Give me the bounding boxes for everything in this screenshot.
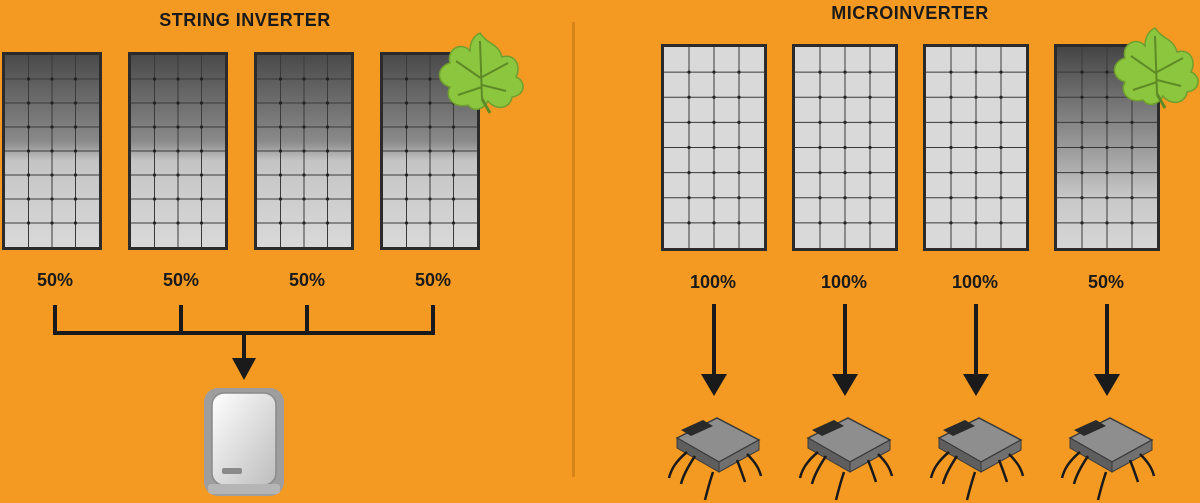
micro-panel-2-output: 100% [820,272,868,292]
micro-solar-panel-3 [923,44,1029,251]
leaf-icon [1113,27,1199,109]
micro-down-arrow-3 [963,304,989,396]
string-down-arrow [232,358,256,380]
string-panel-2-output: 50% [162,270,200,290]
micro-down-arrow-4 [1094,304,1120,396]
string-inverter-icon [204,388,284,496]
microinverter-title: MICROINVERTER [831,3,989,23]
string-solar-panel-3 [254,52,354,250]
micro-panel-1-output: 100% [689,272,737,292]
microinverter-icon [798,417,894,501]
micro-solar-panel-2 [792,44,898,251]
micro-panel-4-output: 50% [1087,272,1125,292]
microinverter-icon [1060,417,1156,501]
string-solar-panel-2 [128,52,228,250]
leaf-icon [438,32,524,114]
string-inverter-title: STRING INVERTER [159,10,331,30]
micro-panel-3-output: 100% [951,272,999,292]
microinverter-icon [667,417,763,501]
micro-down-arrow-2 [832,304,858,396]
string-panel-3-output: 50% [288,270,326,290]
string-solar-panel-1 [2,52,102,250]
section-divider [572,22,575,477]
string-bus-connector [53,305,435,362]
string-panel-1-output: 50% [36,270,74,290]
micro-down-arrow-1 [701,304,727,396]
string-panel-4-output: 50% [414,270,452,290]
micro-solar-panel-1 [661,44,767,251]
microinverter-icon [929,417,1025,501]
